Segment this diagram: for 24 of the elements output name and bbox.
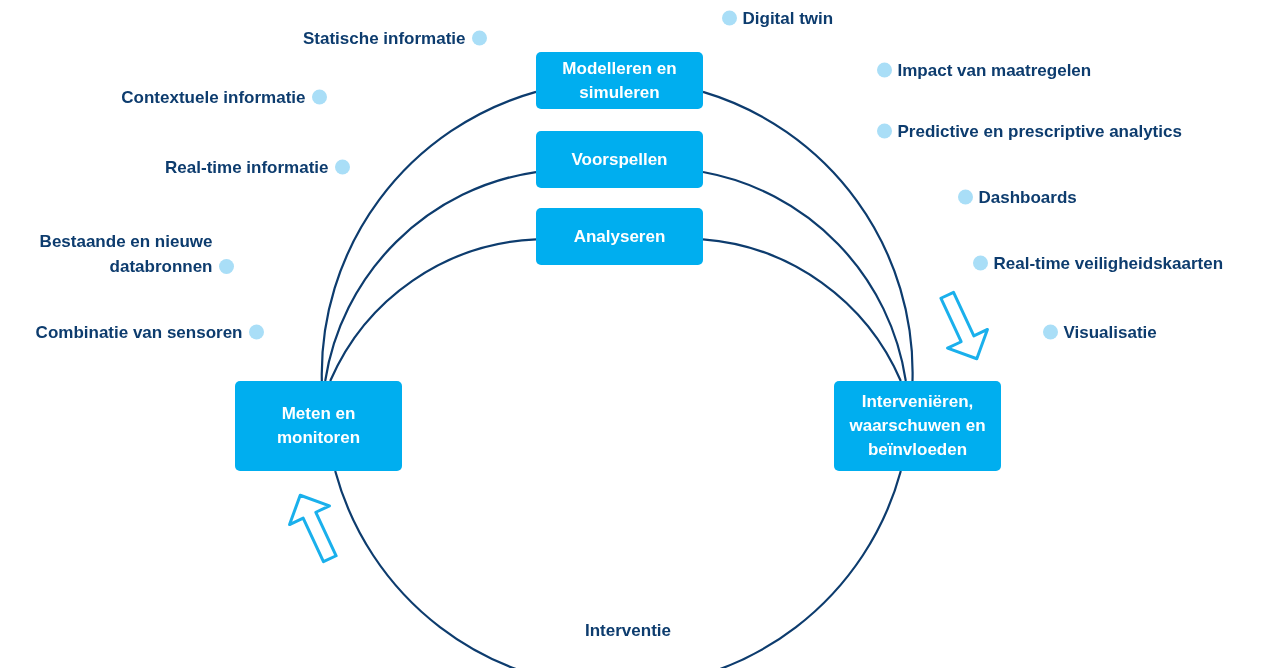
list-item-text: Bestaande en nieuwe databronnen [38, 231, 213, 278]
list-item-text: Visualisatie [1063, 321, 1157, 344]
list-item-text: Real-time veiligheidskaarten [993, 252, 1224, 275]
process-box: Analyseren [536, 208, 703, 265]
connector-arc [320, 90, 537, 382]
list-item-text: Impact van maatregelen [897, 59, 1092, 82]
list-item-text: Predictive en prescriptive analytics [897, 120, 1182, 143]
connector-arc [702, 170, 907, 382]
list-item-text: Combinatie van sensoren [35, 321, 243, 344]
cycle-label: Interventie [585, 619, 671, 642]
connector-arc [334, 470, 902, 668]
connector-arc [329, 238, 537, 382]
list-item-text: Real-time informatie [165, 156, 329, 179]
list-item-text: Dashboards [978, 186, 1077, 209]
connector-arc [702, 238, 902, 382]
process-box: Interveniëren, waarschuwen en beïnvloeden [834, 381, 1001, 471]
list-item-text: Statische informatie [303, 27, 466, 50]
process-box: Voorspellen [536, 131, 703, 188]
connector-arc [324, 170, 537, 382]
process-box: Modelleren en simuleren [536, 52, 703, 109]
process-box: Meten en monitoren [235, 381, 402, 471]
list-item-text: Digital twin [742, 7, 834, 30]
list-item-text: Contextuele informatie [121, 86, 306, 109]
connector-arc [702, 90, 914, 382]
